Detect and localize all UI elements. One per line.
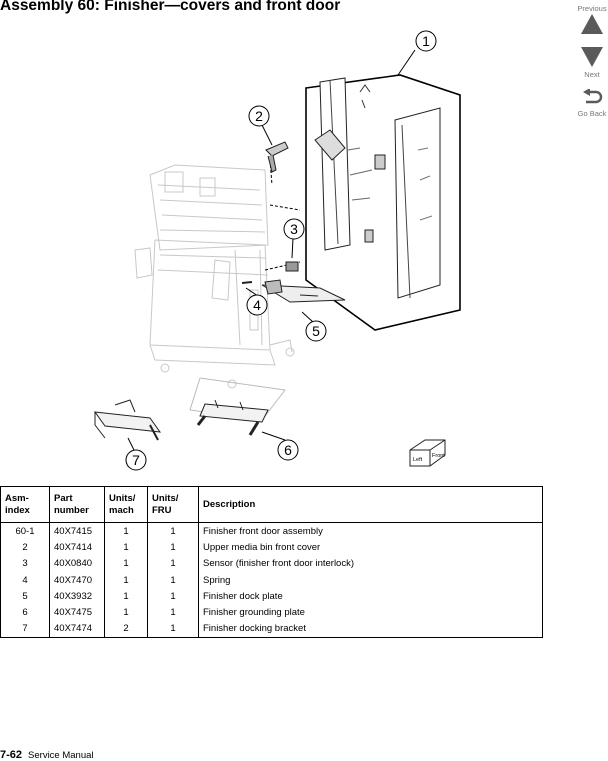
svg-text:2: 2 xyxy=(255,108,263,124)
cell-units-mach: 2 xyxy=(104,620,148,638)
next-nav[interactable]: Next xyxy=(572,46,608,79)
callout-4: 4 xyxy=(246,294,268,316)
cell-asm-index: 5 xyxy=(22,590,28,602)
parts-table-body: 60-1 40X7415 1 1 Finisher front door ass… xyxy=(1,522,543,638)
callout-5: 5 xyxy=(305,320,327,342)
col-units-fru: Units/FRU xyxy=(147,486,199,523)
cell-units-mach: 1 xyxy=(104,571,148,589)
cell-asm-index: 4 xyxy=(22,574,28,586)
col-asm-index: Asm-index xyxy=(0,486,50,523)
cell-asm-index: 7 xyxy=(22,623,28,635)
grounding-plate-illustration xyxy=(189,377,286,436)
cell-units-fru: 1 xyxy=(147,539,199,556)
orientation-left-label: Left xyxy=(413,457,423,463)
cell-units-mach: 1 xyxy=(104,555,148,572)
table-row: 5 40X3932 1 1 Finisher dock plate xyxy=(1,588,543,605)
next-label: Next xyxy=(584,70,600,79)
cell-units-fru: 1 xyxy=(147,555,199,572)
cell-units-fru: 1 xyxy=(147,522,199,540)
svg-text:6: 6 xyxy=(284,442,292,458)
go-back-icon[interactable] xyxy=(580,88,604,107)
callout-2: 2 xyxy=(248,105,270,127)
previous-nav[interactable]: Previous xyxy=(572,4,608,37)
header-asm-index: Asm-index xyxy=(5,492,30,516)
cell-asm-index: 6 xyxy=(22,607,28,619)
go-back-nav[interactable]: Go Back xyxy=(572,88,608,118)
callout-7: 7 xyxy=(125,449,147,471)
table-row: 3 40X0840 1 1 Sensor (finisher front doo… xyxy=(1,555,543,572)
cell-part-number: 40X7415 xyxy=(49,522,105,540)
cell-part-number: 40X7470 xyxy=(49,571,105,589)
cell-part-number: 40X7414 xyxy=(49,539,105,556)
cell-description: Finisher docking bracket xyxy=(198,620,543,638)
col-description: Description xyxy=(198,486,543,523)
svg-text:4: 4 xyxy=(253,297,261,313)
upper-media-bin-cover-illustration xyxy=(265,141,289,173)
cell-part-number: 40X7474 xyxy=(49,620,105,638)
sensor-illustration xyxy=(285,261,299,272)
cell-units-mach: 1 xyxy=(104,588,148,605)
cell-description: Finisher dock plate xyxy=(198,588,543,605)
cell-part-number: 40X0840 xyxy=(49,555,105,572)
svg-text:5: 5 xyxy=(312,323,320,339)
cell-description: Upper media bin front cover xyxy=(198,539,543,556)
cell-units-mach: 1 xyxy=(104,539,148,556)
cell-part-number: 40X7475 xyxy=(49,604,105,621)
previous-label: Previous xyxy=(577,4,607,13)
cell-units-mach: 1 xyxy=(104,604,148,621)
cell-description: Sensor (finisher front door interlock) xyxy=(198,555,543,572)
svg-text:3: 3 xyxy=(290,221,298,237)
docking-bracket-illustration xyxy=(93,399,162,441)
table-row: 4 40X7470 1 1 Spring xyxy=(1,571,543,589)
orientation-box: Left Front xyxy=(409,439,446,467)
cell-units-fru: 1 xyxy=(147,588,199,605)
leader-lines xyxy=(127,49,416,453)
cell-units-fru: 1 xyxy=(147,604,199,621)
orientation-front-label: Front xyxy=(432,453,445,459)
callouts: 1 2 3 4 5 6 7 xyxy=(125,30,437,471)
cell-description: Finisher grounding plate xyxy=(198,604,543,621)
callout-3: 3 xyxy=(283,218,305,240)
callout-1: 1 xyxy=(415,30,437,52)
cell-units-fru: 1 xyxy=(147,571,199,589)
cell-units-fru: 1 xyxy=(147,620,199,638)
cell-asm-index: 2 xyxy=(22,541,28,553)
page-footer: 7-62 Service Manual xyxy=(0,749,94,761)
cell-asm-index: 60-1 xyxy=(15,525,35,537)
cell-asm-index: 3 xyxy=(22,558,28,570)
dock-plate-illustration xyxy=(241,279,346,303)
front-door-assembly-illustration xyxy=(305,74,461,331)
col-units-mach: Units/mach xyxy=(104,486,148,523)
cell-units-mach: 1 xyxy=(104,522,148,540)
page-title: Assembly 60: Finisher—covers and front d… xyxy=(0,0,341,14)
table-row: 60-1 40X7415 1 1 Finisher front door ass… xyxy=(1,522,543,540)
cell-description: Finisher front door assembly xyxy=(198,522,543,540)
cell-part-number: 40X3932 xyxy=(49,588,105,605)
footer-manual-name: Service Manual xyxy=(28,750,94,761)
table-row: 2 40X7414 1 1 Upper media bin front cove… xyxy=(1,539,543,556)
previous-arrow-icon[interactable] xyxy=(580,13,604,35)
go-back-label: Go Back xyxy=(577,109,607,118)
exploded-parts-diagram: Left Front 1 2 3 4 5 6 7 xyxy=(93,30,461,471)
svg-text:1: 1 xyxy=(422,33,430,49)
finisher-unit-illustration xyxy=(134,164,295,389)
table-row: 7 40X7474 2 1 Finisher docking bracket xyxy=(1,620,543,638)
svg-text:7: 7 xyxy=(132,452,140,468)
table-row: 6 40X7475 1 1 Finisher grounding plate xyxy=(1,604,543,621)
cell-description: Spring xyxy=(198,571,543,589)
callout-6: 6 xyxy=(277,439,299,461)
header-units-fru: Units/FRU xyxy=(152,492,179,516)
header-units-mach: Units/mach xyxy=(109,492,136,516)
next-arrow-icon[interactable] xyxy=(580,46,604,68)
footer-page-number: 7-62 xyxy=(0,749,23,761)
